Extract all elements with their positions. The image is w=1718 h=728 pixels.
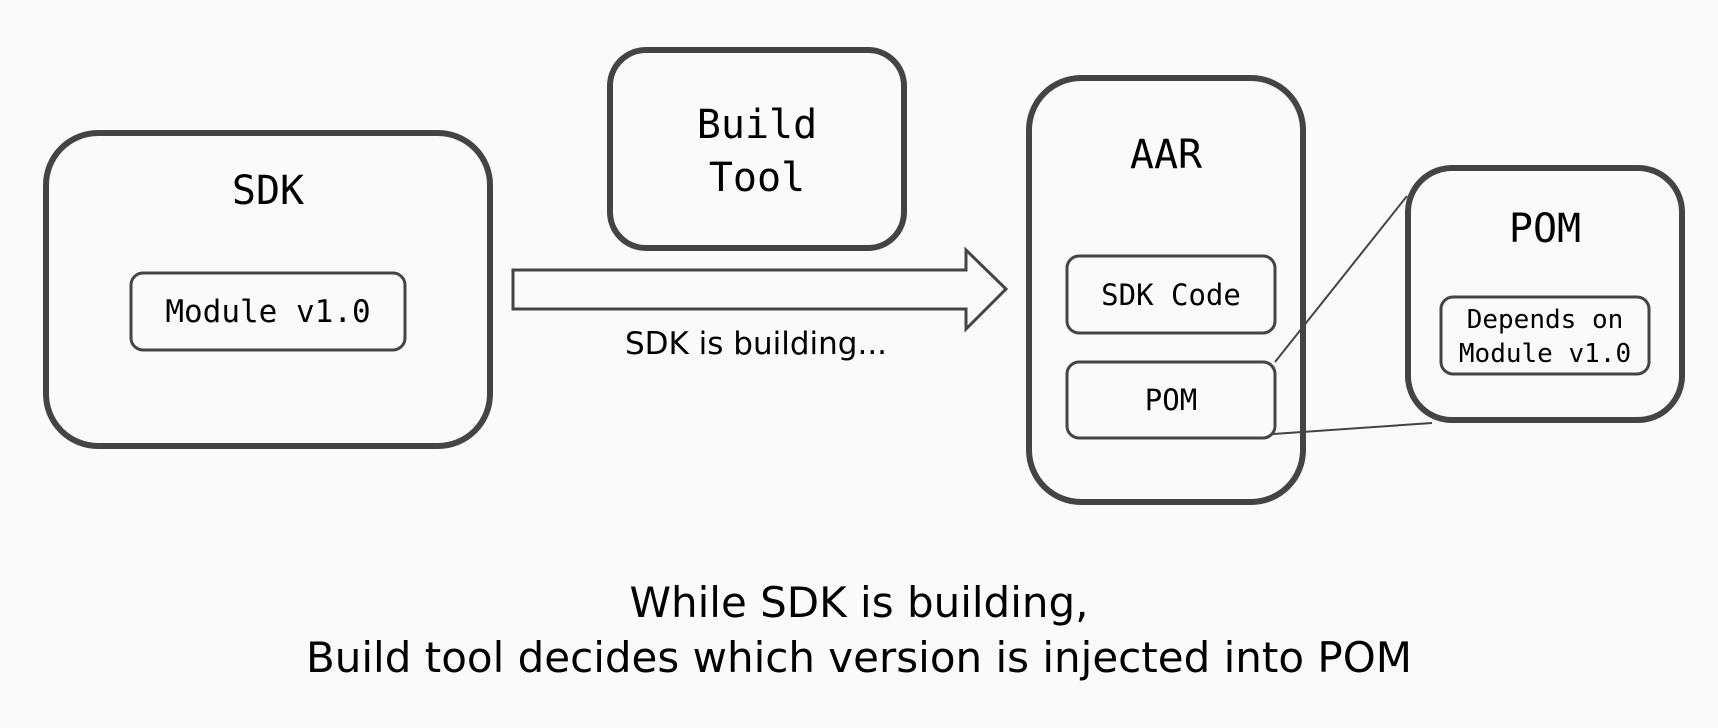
aar-box-title: AAR xyxy=(1130,132,1203,178)
callout-line-bottom xyxy=(1272,422,1433,435)
build-arrow: SDK is building... xyxy=(511,246,1009,362)
sdk-code-label: SDK Code xyxy=(1101,278,1241,312)
build-tool-line2: Tool xyxy=(709,155,805,201)
pom-detail-title: POM xyxy=(1509,206,1581,252)
arrow-right-icon xyxy=(511,246,1009,333)
sdk-code-box: SDK Code xyxy=(1065,254,1277,335)
module-box: Module v1.0 xyxy=(129,271,407,352)
caption: While SDK is building, Build tool decide… xyxy=(306,578,1412,682)
aar-box: AAR SDK Code POM xyxy=(1026,75,1306,505)
build-tool-line1: Build xyxy=(697,102,817,148)
dependency-box: Depends on Module v1.0 xyxy=(1439,295,1651,376)
callout-line-top xyxy=(1274,195,1408,363)
caption-line2: Build tool decides which version is inje… xyxy=(306,633,1412,682)
pom-detail-box: POM Depends on Module v1.0 xyxy=(1405,165,1685,423)
dependency-line2: Module v1.0 xyxy=(1459,339,1631,369)
module-label: Module v1.0 xyxy=(165,294,370,330)
sdk-box-title: SDK xyxy=(232,168,304,214)
aar-pom-box: POM xyxy=(1065,360,1277,440)
caption-line1: While SDK is building, xyxy=(629,578,1088,627)
sdk-box: SDK Module v1.0 xyxy=(43,130,493,449)
arrow-label: SDK is building... xyxy=(625,326,887,362)
aar-pom-label: POM xyxy=(1145,383,1197,417)
build-tool-box: Build Tool xyxy=(607,47,907,251)
dependency-line1: Depends on xyxy=(1467,305,1624,335)
